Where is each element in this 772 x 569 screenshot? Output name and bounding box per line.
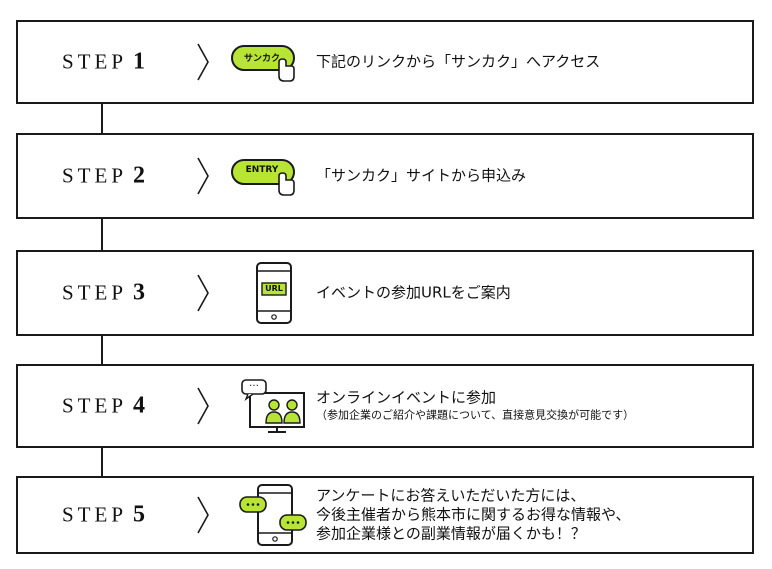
connector-4-5 bbox=[101, 446, 103, 476]
chevron-right-icon bbox=[197, 387, 209, 425]
chevron-right-icon bbox=[197, 274, 209, 312]
smartphone-chat-icon bbox=[238, 483, 310, 547]
step-3-text: イベントの参加URLをご案内 bbox=[316, 283, 511, 302]
chevron-right-icon bbox=[197, 157, 209, 195]
hand-pointer-icon bbox=[278, 58, 295, 82]
chevron-right-icon bbox=[197, 43, 209, 81]
entry-button-text: ENTRY bbox=[245, 165, 279, 175]
step-4-text: オンラインイベントに参加 （参加企業のご紹介や課題について、直接意見交換が可能で… bbox=[316, 388, 635, 422]
url-screen-text: URL bbox=[265, 284, 283, 293]
connector-3-4 bbox=[101, 334, 103, 364]
smartphone-icon: URL bbox=[254, 261, 294, 325]
hand-pointer-icon bbox=[278, 172, 295, 196]
chat-bubble-icon bbox=[239, 496, 307, 531]
connector-2-3 bbox=[101, 217, 103, 250]
speech-bubble-dots: … bbox=[249, 378, 259, 389]
step-1-text: 下記のリンクから「サンカク」へアクセス bbox=[316, 52, 601, 71]
sankaku-button-icon: サンカク bbox=[230, 40, 300, 84]
chevron-right-icon bbox=[197, 496, 209, 534]
step-5-text: アンケートにお答えいただいた方には、 今後主催者から熊本市に関するお得な情報や、… bbox=[316, 486, 631, 543]
step-4-subtext: （参加企業のご紹介や課題について、直接意見交換が可能です） bbox=[316, 408, 635, 422]
step-2-text: 「サンカク」サイトから申込み bbox=[316, 166, 527, 185]
video-call-icon: … bbox=[240, 377, 310, 435]
sankaku-button-text: サンカク bbox=[243, 54, 280, 64]
connector-1-2 bbox=[101, 102, 103, 133]
entry-button-icon: ENTRY bbox=[230, 154, 300, 198]
